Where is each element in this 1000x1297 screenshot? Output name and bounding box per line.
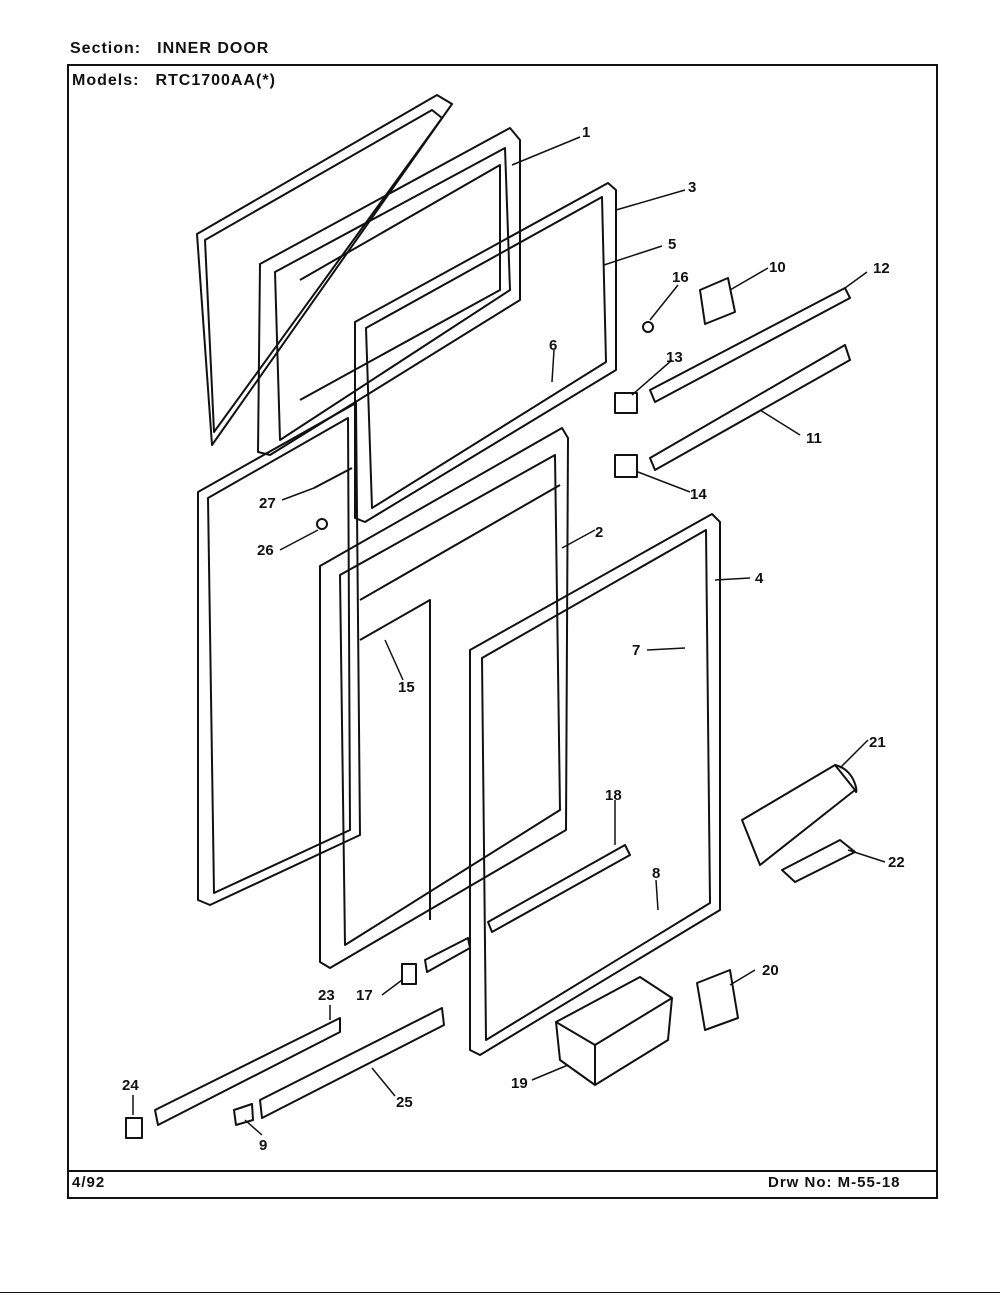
callout-1: 1	[582, 124, 590, 141]
callout-10: 10	[769, 259, 786, 276]
drawing-number-value: M-55-18	[837, 1174, 901, 1191]
models-value: RTC1700AA(*)	[155, 72, 276, 89]
strip-17b	[424, 937, 471, 973]
callout-16: 16	[672, 269, 689, 286]
end-cap-14	[614, 454, 638, 478]
dairy-door-21	[741, 764, 858, 866]
section-heading: Section: INNER DOOR	[70, 40, 269, 58]
fresh-food-outer-panel	[197, 402, 361, 906]
callout-19: 19	[511, 1075, 528, 1092]
strip-27	[313, 467, 353, 489]
callout-27: 27	[259, 495, 276, 512]
strip-18	[487, 844, 631, 933]
callout-22: 22	[888, 854, 905, 871]
screw-26	[316, 518, 328, 530]
drawing-number: Drw No: M-55-18	[768, 1174, 901, 1191]
callout-17: 17	[356, 987, 373, 1004]
footer-date: 4/92	[72, 1174, 106, 1191]
egg-tray-19	[555, 976, 673, 1086]
callout-12: 12	[873, 260, 890, 277]
callout-4: 4	[755, 570, 764, 587]
callout-3: 3	[688, 179, 696, 196]
end-cap-13	[614, 392, 638, 414]
callout-7: 7	[632, 642, 640, 659]
callout-20: 20	[762, 962, 779, 979]
freezer-outer-panel	[196, 94, 453, 446]
callout-labels: 1 2 3 4 5 6 7 8 9 10 11 12 13 14 15 16 1…	[122, 124, 905, 1154]
drawing-label: Drw No:	[768, 1174, 833, 1191]
freezer-gasket	[354, 182, 617, 523]
bracket-10	[699, 277, 736, 325]
callout-14: 14	[690, 486, 707, 503]
drawing-frame	[67, 64, 938, 1199]
models-label: Models:	[72, 72, 140, 89]
page-bottom-rule	[0, 1292, 1000, 1293]
models-heading: Models: RTC1700AA(*)	[72, 72, 276, 90]
trim-25	[259, 1007, 445, 1119]
callout-5: 5	[668, 236, 676, 253]
bracket-22	[781, 839, 856, 883]
fresh-food-gasket	[469, 513, 721, 1056]
leader-lines	[132, 136, 886, 1136]
fresh-food-inner-liner	[319, 427, 569, 969]
callout-9: 9	[259, 1137, 267, 1154]
callout-8: 8	[652, 865, 660, 882]
end-cap-17	[401, 963, 417, 985]
end-cap-9	[233, 1103, 254, 1126]
trim-strip-12	[649, 287, 851, 403]
trim-23	[154, 1017, 341, 1126]
callout-13: 13	[666, 349, 683, 366]
callout-6: 6	[549, 337, 557, 354]
callout-11: 11	[806, 430, 822, 447]
section-label: Section:	[70, 40, 142, 57]
plug-16	[642, 321, 654, 333]
callout-26: 26	[257, 542, 274, 559]
callout-21: 21	[869, 734, 886, 751]
trim-strip-11	[649, 344, 851, 471]
callout-25: 25	[396, 1094, 413, 1111]
end-cap-24	[125, 1117, 143, 1139]
section-value: INNER DOOR	[157, 40, 270, 57]
callout-2: 2	[595, 524, 603, 541]
footer-divider	[69, 1170, 936, 1172]
callout-23: 23	[318, 987, 335, 1004]
hinge-bracket-20	[696, 969, 739, 1031]
callout-15: 15	[398, 679, 415, 696]
callout-24: 24	[122, 1077, 139, 1094]
freezer-inner-liner	[257, 127, 521, 456]
callout-18: 18	[605, 787, 622, 804]
